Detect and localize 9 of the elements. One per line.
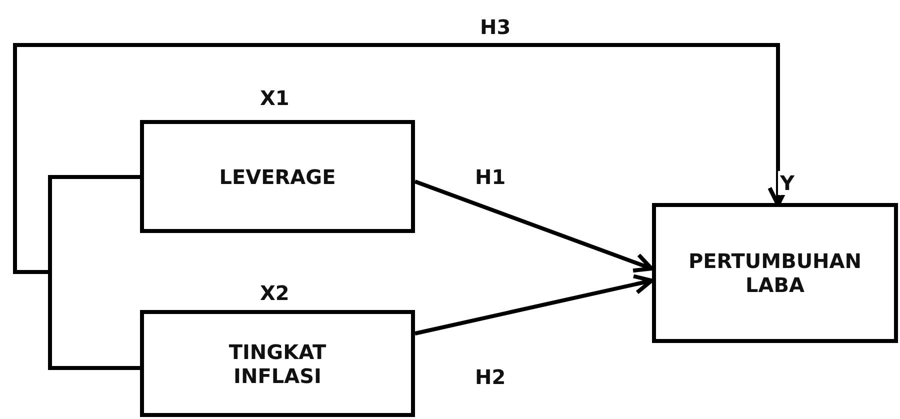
variable-name: TINGKAT INFLASI	[228, 340, 328, 388]
variable-name: LEVERAGE	[219, 164, 336, 188]
variable-code: Y	[778, 171, 796, 195]
arrow	[414, 180, 654, 273]
variable-name: PERTUMBUHAN LABA	[687, 249, 863, 297]
variable-box	[140, 310, 415, 417]
variable-box	[652, 203, 898, 343]
variable-box	[140, 120, 415, 233]
arrow	[414, 274, 654, 336]
